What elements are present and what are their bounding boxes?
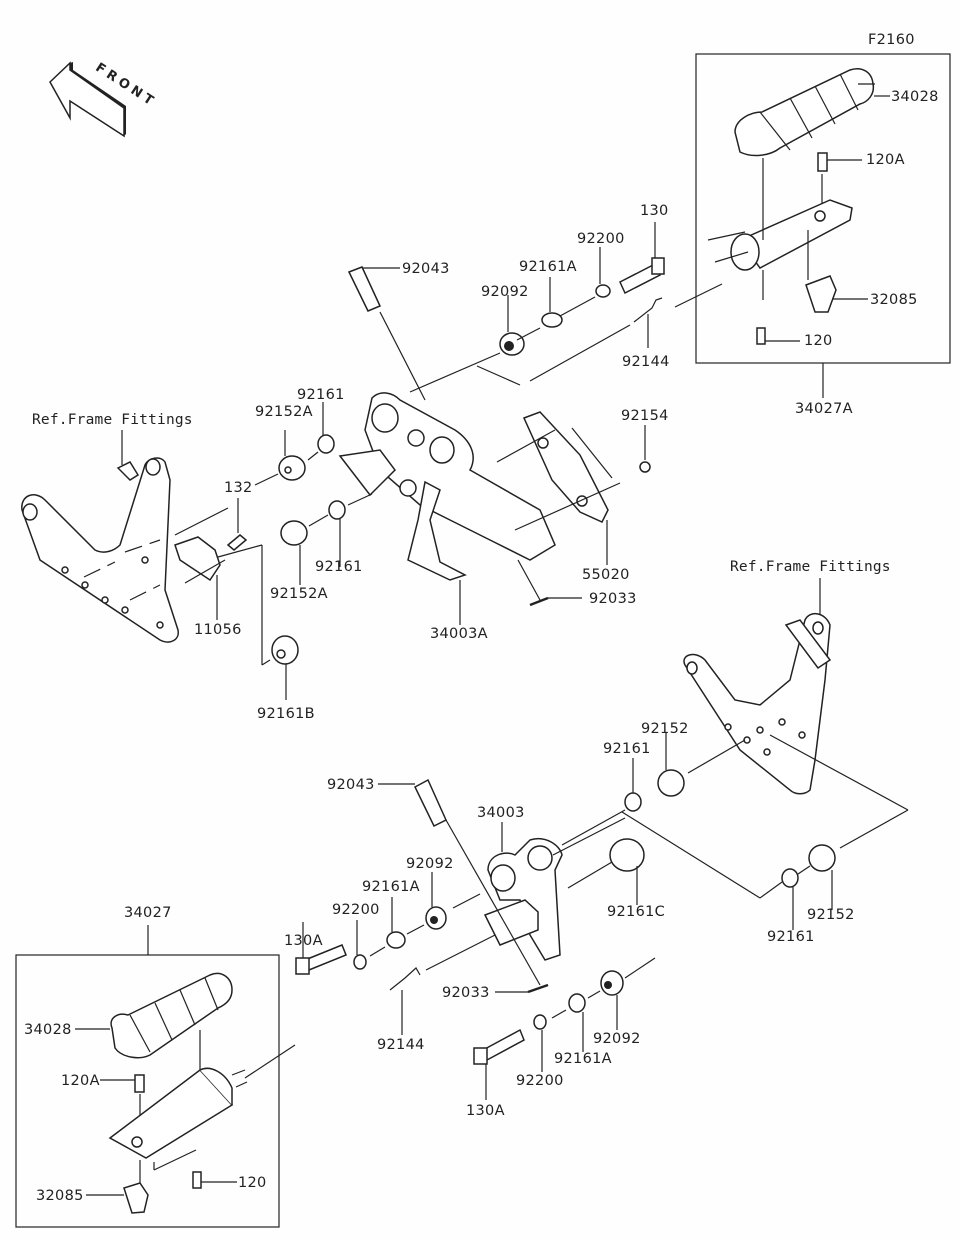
screw-92154 [639,461,651,473]
label-34027[interactable]: 34027 [124,905,172,921]
label-34003A[interactable]: 34003A [430,626,488,642]
footpeg-plate-right [707,199,853,271]
label-92152-bottom[interactable]: 92152 [807,907,855,923]
spacer-92152-bottom [808,844,836,872]
bushing-92161C [609,838,645,872]
frame-bracket-left [21,457,179,643]
washer-92161A-lower-2 [568,993,586,1013]
screw-120-left [192,1171,202,1189]
label-92161-upper-2[interactable]: 92161 [315,559,363,575]
label-130[interactable]: 130 [640,203,669,219]
label-11056[interactable]: 11056 [194,622,242,638]
frame-bracket-right [683,613,832,795]
bolt-130 [619,257,665,295]
label-92200-lower-1[interactable]: 92200 [332,902,380,918]
footpeg-plate-left [108,1067,248,1159]
spring-92144-upper [633,297,663,323]
washer-92200-upper [595,284,611,298]
label-32085-right[interactable]: 32085 [870,292,918,308]
spacer-92152A-2 [280,520,308,546]
label-92161-upper-1[interactable]: 92161 [297,387,345,403]
figure-code: F2160 [868,32,915,48]
label-92152-top[interactable]: 92152 [641,721,689,737]
bushing-92161B [271,635,299,665]
washer-92161-bottom [781,868,799,888]
label-120-right[interactable]: 120 [804,333,833,349]
label-92144-lower[interactable]: 92144 [377,1037,425,1053]
label-132[interactable]: 132 [224,480,253,496]
label-120A-left[interactable]: 120A [61,1073,100,1089]
bolt-130A-2 [473,1028,525,1065]
washer-92161-2 [328,500,346,520]
screw-120A-left [134,1074,145,1093]
label-92161-top[interactable]: 92161 [603,741,651,757]
label-92092-upper[interactable]: 92092 [481,284,529,300]
spacer-92152A-1 [278,455,306,481]
label-130A-2[interactable]: 130A [466,1103,505,1119]
bracket-11056 [174,536,221,582]
rubber-block-left [123,1182,149,1214]
bolt-132 [226,534,248,551]
label-34027A[interactable]: 34027A [795,401,853,417]
pin-92043-upper [347,266,382,312]
washer-92161A-lower-1 [386,931,406,949]
bracket-34003 [483,838,563,961]
label-120-left[interactable]: 120 [238,1175,267,1191]
label-92161B[interactable]: 92161B [257,706,315,722]
label-92043-lower[interactable]: 92043 [327,777,375,793]
washer-92161A-upper [541,312,563,328]
label-34028-right[interactable]: 34028 [891,89,939,105]
label-92161A-upper[interactable]: 92161A [519,259,577,275]
label-92152A-1[interactable]: 92152A [255,404,313,420]
label-34028-left[interactable]: 34028 [24,1022,72,1038]
washer-92161-1 [317,434,335,454]
rubber-block-right [805,275,837,313]
spring-92144-lower [389,967,421,991]
label-92152A-2[interactable]: 92152A [270,586,328,602]
label-92161-bottom[interactable]: 92161 [767,929,815,945]
label-92092-lower-1[interactable]: 92092 [406,856,454,872]
washer-92200-lower-2 [533,1014,547,1030]
label-92161A-lower-1[interactable]: 92161A [362,879,420,895]
ref-frame-fittings-left[interactable]: Ref.Frame Fittings [32,412,193,428]
label-92200-lower-2[interactable]: 92200 [516,1073,564,1089]
collar-92092-lower-2 [600,970,624,996]
label-92092-lower-2[interactable]: 92092 [593,1031,641,1047]
label-34003[interactable]: 34003 [477,805,525,821]
bolt-130A-1 [295,944,347,975]
washer-92200-lower-1 [353,954,367,970]
label-92161C[interactable]: 92161C [607,904,666,920]
spacer-92152-top [657,769,685,797]
pin-92043-lower [414,778,447,828]
washer-92161-top [624,792,642,812]
ref-frame-fittings-right[interactable]: Ref.Frame Fittings [730,559,891,575]
bracket-34003A [338,392,556,581]
heel-guard-55020 [522,411,609,523]
label-92033-lower[interactable]: 92033 [442,985,490,1001]
label-55020[interactable]: 55020 [582,567,630,583]
label-120A-right[interactable]: 120A [866,152,905,168]
label-92200-upper[interactable]: 92200 [577,231,625,247]
label-92043-upper[interactable]: 92043 [402,261,450,277]
footpeg-rubber-left [110,972,233,1059]
label-92154[interactable]: 92154 [621,408,669,424]
label-130A-1[interactable]: 130A [284,933,323,949]
footpeg-rubber-right [734,68,875,157]
label-92161A-lower-2[interactable]: 92161A [554,1051,612,1067]
label-92144-upper[interactable]: 92144 [622,354,670,370]
label-32085-left[interactable]: 32085 [36,1188,84,1204]
label-92033-upper[interactable]: 92033 [589,591,637,607]
front-arrow-icon [49,61,126,138]
